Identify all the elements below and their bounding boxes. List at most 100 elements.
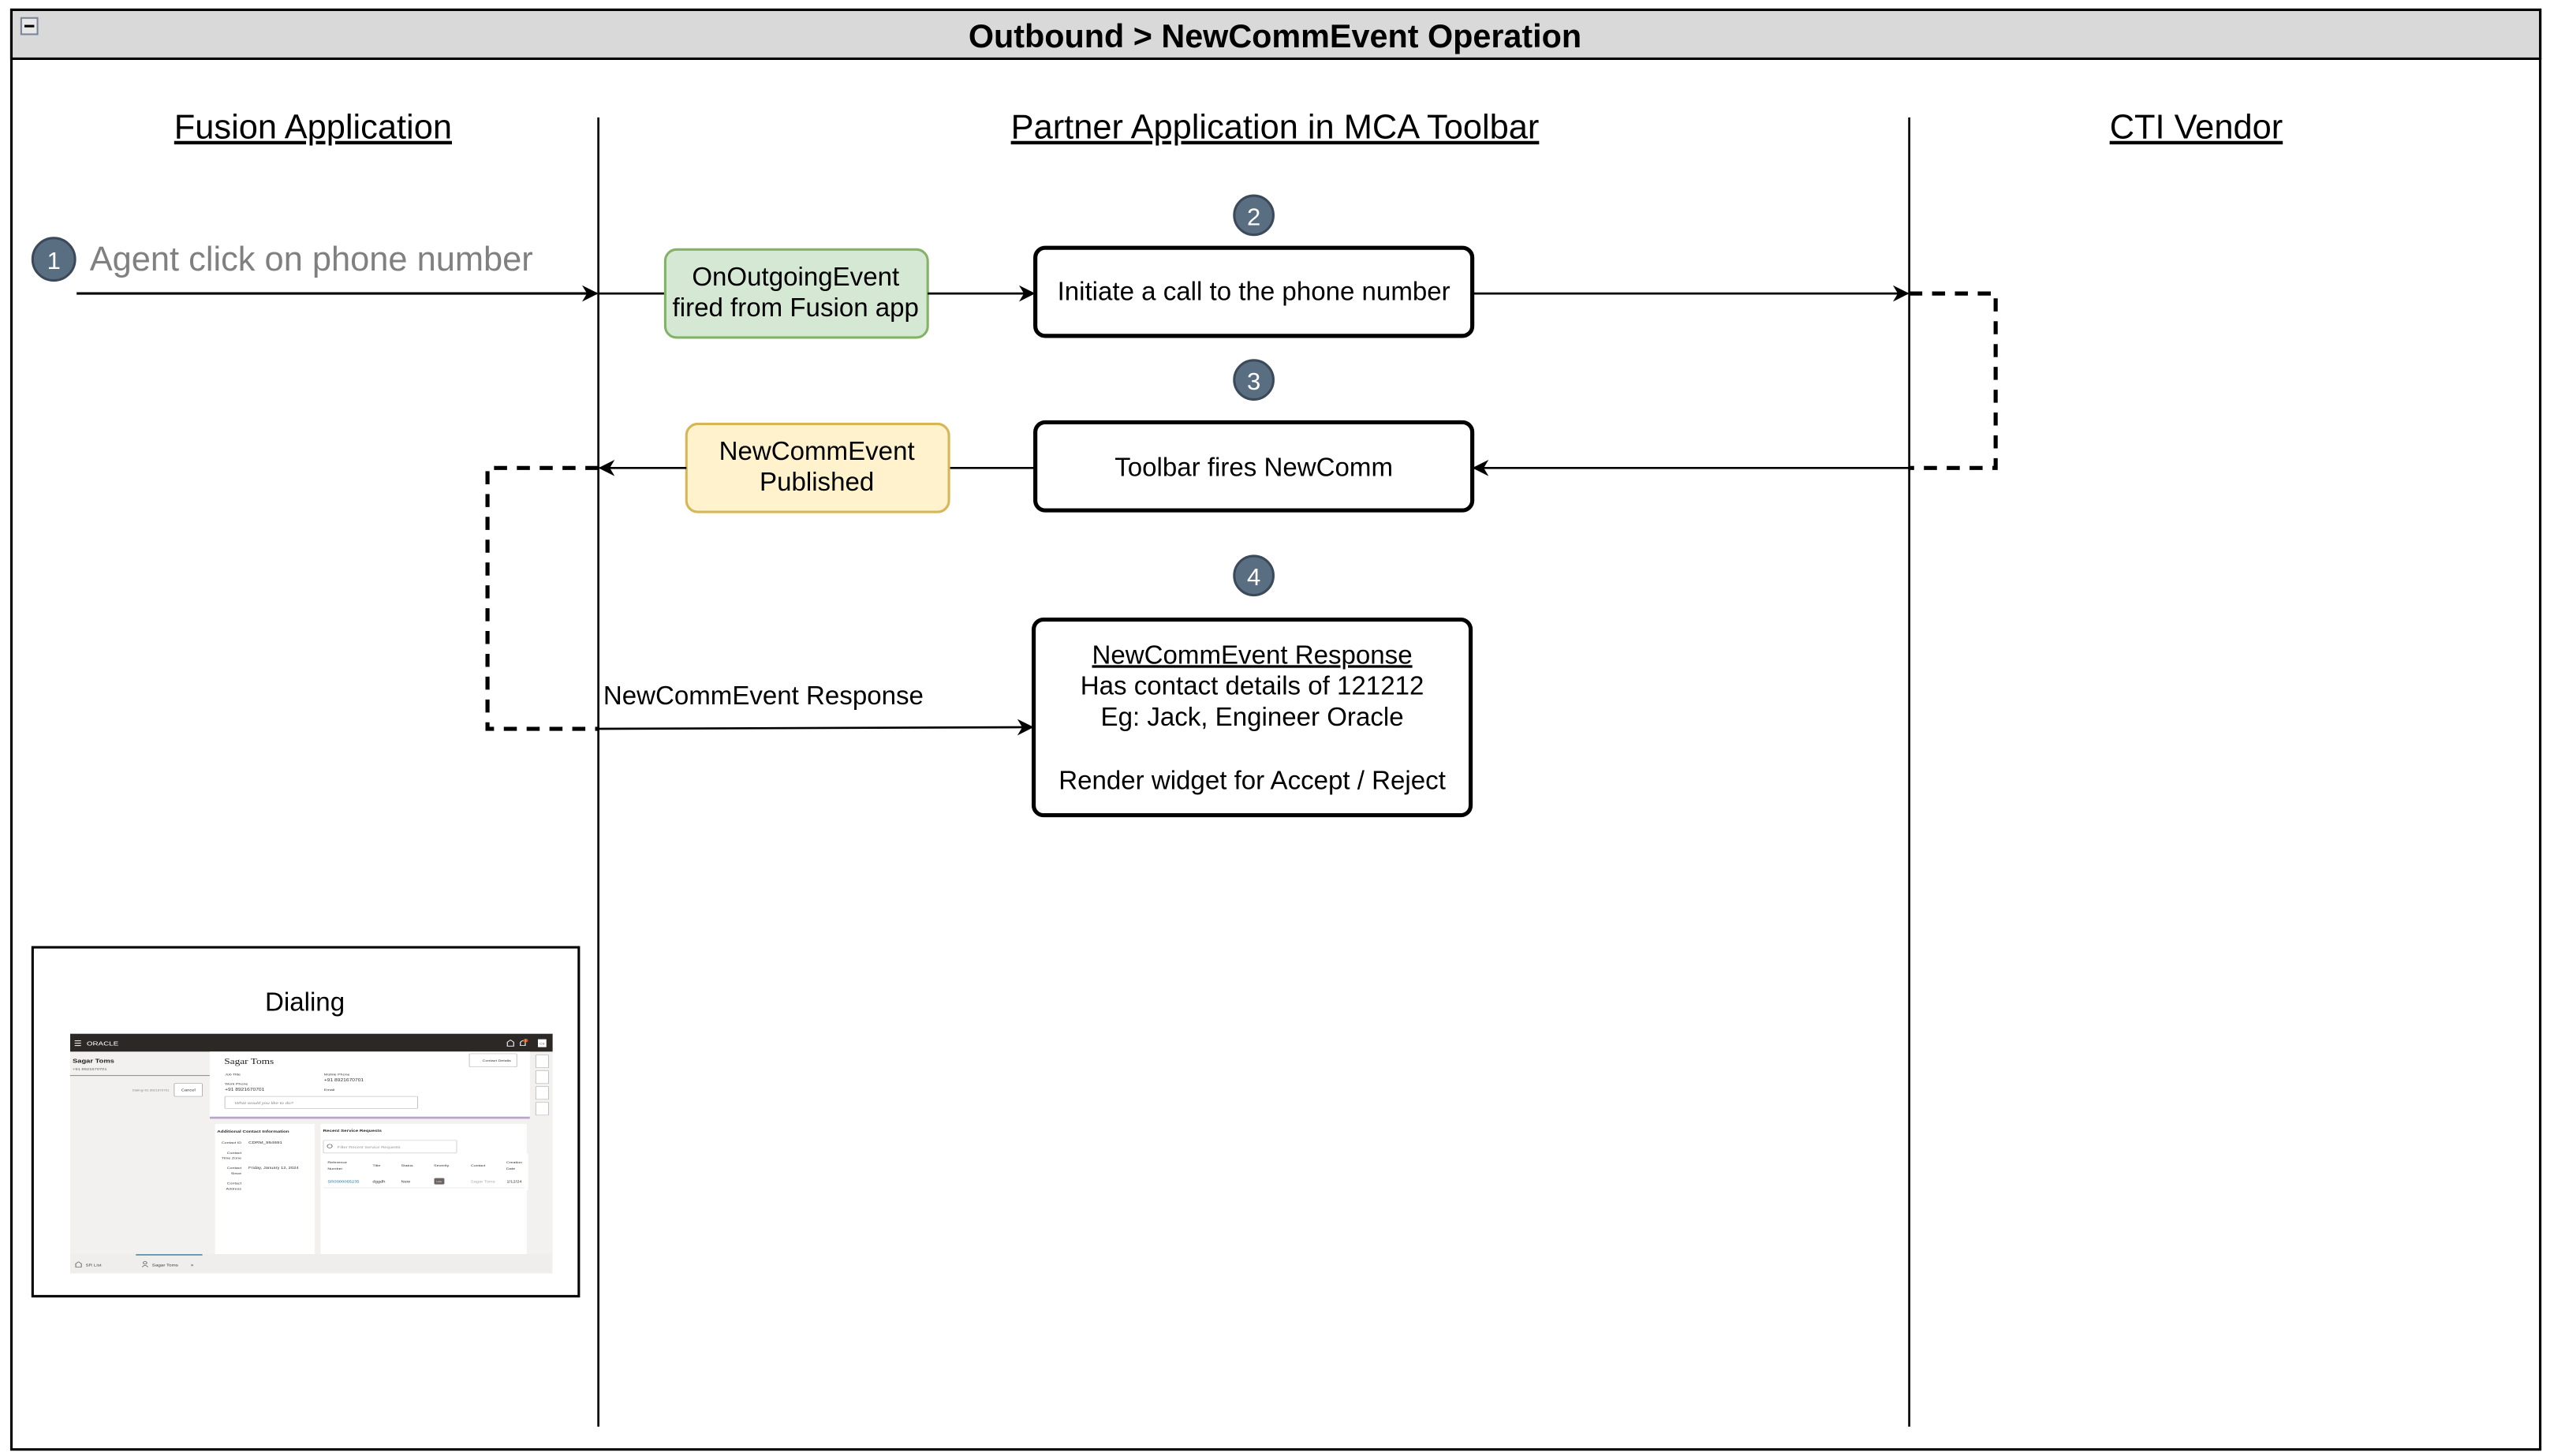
- column-header[interactable]: Number: [327, 1167, 342, 1171]
- svg-text:fired from Fusion app: fired from Fusion app: [673, 293, 919, 323]
- cancel-button[interactable]: [174, 1083, 203, 1097]
- svg-text:Toolbar fires NewComm: Toolbar fires NewComm: [1114, 454, 1393, 483]
- initiate-call-box: Initiate a call to the phone number: [1033, 245, 1475, 338]
- action-prompt-input[interactable]: [224, 1096, 418, 1109]
- response-box: NewCommEvent Response Has contact detail…: [1031, 617, 1473, 818]
- step-1-label: Agent click on phone number: [90, 241, 533, 278]
- work-phone: +91 8921670701: [225, 1088, 264, 1092]
- cancel-label: Cancel: [181, 1088, 196, 1092]
- decorative-stripe: [209, 1116, 530, 1119]
- notification-count: 1: [525, 1039, 526, 1042]
- side-rail: [535, 1055, 549, 1116]
- caller-phone: +91 8921670701: [73, 1068, 107, 1072]
- collapse-button[interactable]: [20, 17, 39, 35]
- step-1-badge: 1: [31, 237, 77, 282]
- contact-name: Sagar Toms: [224, 1057, 274, 1066]
- column-header[interactable]: Contact: [471, 1163, 486, 1167]
- toolbar-fires-box: Toolbar fires NewComm: [1033, 420, 1475, 513]
- tab-sagar-toms[interactable]: Sagar Toms ×: [141, 1261, 195, 1268]
- diagram-title: Outbound > NewCommEvent Operation: [969, 18, 1581, 54]
- mobile-phone: +91 8921670701: [324, 1079, 364, 1083]
- close-tab-icon[interactable]: ×: [191, 1264, 195, 1268]
- contact-id-label: Contact ID: [222, 1141, 242, 1144]
- outgoing-event-box: OnOutgoingEvent fired from Fusion app: [663, 248, 929, 339]
- job-title-label: Job Title: [225, 1073, 241, 1077]
- sr-severity: Low: [436, 1180, 442, 1182]
- notification-badge: [523, 1038, 528, 1043]
- svg-text:4: 4: [1247, 563, 1260, 591]
- search-icon: [327, 1144, 333, 1148]
- svg-text:2: 2: [1247, 203, 1260, 230]
- contact-since: Friday, January 12, 2024: [248, 1167, 299, 1170]
- service-requests-title: Recent Service Requests: [323, 1129, 382, 1133]
- response-arrow-label: NewCommEvent Response: [603, 681, 924, 711]
- lane-cti-vendor: CTI Vendor: [2110, 109, 2283, 147]
- svg-text:NewCommEvent: NewCommEvent: [719, 437, 915, 466]
- column-header[interactable]: Reference: [327, 1160, 347, 1164]
- avatar[interactable]: [538, 1039, 547, 1047]
- svg-text:Eg: Jack, Engineer Oracle: Eg: Jack, Engineer Oracle: [1101, 703, 1404, 732]
- lane-fusion-application: Fusion Application: [174, 109, 452, 147]
- hamburger-icon[interactable]: [74, 1040, 81, 1047]
- column-header[interactable]: Status: [401, 1163, 414, 1167]
- dialing-panel: Dialing ORACLE 1 CS Sagar Toms +91 89216…: [31, 946, 581, 1297]
- tab-label: Sagar Toms: [152, 1264, 178, 1267]
- sr-status: New: [401, 1180, 411, 1184]
- sr-created: 1/12/24: [506, 1180, 521, 1184]
- contact-details-label: Contact Details: [483, 1059, 512, 1063]
- rail-button-phone-icon[interactable]: [535, 1102, 549, 1116]
- address-label: Contact: [227, 1182, 242, 1185]
- title-bar: [9, 8, 2542, 60]
- published-box: NewCommEvent Published: [685, 422, 950, 513]
- step-4-badge: 4: [1233, 554, 1275, 597]
- svg-text:Has contact details of 121212: Has contact details of 121212: [1081, 672, 1424, 701]
- address-label: Address: [226, 1187, 241, 1191]
- fusion-dashed-loop: [485, 465, 599, 731]
- lane-partner-application: Partner Application in MCA Toolbar: [1011, 109, 1540, 147]
- column-header[interactable]: Title: [372, 1163, 380, 1167]
- app-header: [69, 1033, 553, 1052]
- rail-button-calendar-icon[interactable]: [535, 1055, 549, 1068]
- svg-text:Render widget for Accept / Rej: Render widget for Accept / Reject: [1058, 767, 1446, 796]
- additional-info-title: Additional Contact Information: [217, 1130, 289, 1134]
- tab-label: SR List: [86, 1264, 103, 1267]
- step-2-badge: 2: [1233, 194, 1275, 237]
- filter-placeholder: Filter Recent Service Requests: [338, 1145, 401, 1149]
- sr-contact: Sagar Toms: [471, 1180, 495, 1184]
- svg-text:NewCommEvent Response: NewCommEvent Response: [1092, 640, 1413, 670]
- table-row[interactable]: SR0000065235 dggdh New Low Sagar Toms 1/…: [327, 1178, 522, 1185]
- rail-button-book-icon[interactable]: [535, 1070, 549, 1085]
- since-label: Contact: [227, 1167, 242, 1170]
- sr-title: dggdh: [372, 1180, 385, 1184]
- sr-reference-link[interactable]: SR0000065235: [327, 1180, 359, 1184]
- dialing-screenshot: ORACLE 1 CS Sagar Toms +91 8921670701 Di…: [69, 1033, 553, 1274]
- since-label: Since: [231, 1172, 242, 1176]
- active-tab-indicator: [136, 1254, 203, 1256]
- caller-name: Sagar Toms: [73, 1058, 114, 1064]
- bell-icon[interactable]: [520, 1040, 526, 1047]
- time-zone-label: Contact: [227, 1151, 242, 1155]
- additional-info-card: [215, 1124, 315, 1255]
- time-zone-label: Time Zone: [222, 1156, 242, 1160]
- filter-requests-input[interactable]: [323, 1140, 457, 1154]
- home-icon[interactable]: [506, 1040, 514, 1047]
- rail-button-block-icon[interactable]: [535, 1086, 549, 1100]
- tab-sr-list[interactable]: SR List: [75, 1261, 103, 1267]
- column-header[interactable]: Date: [506, 1167, 516, 1171]
- svg-text:Initiate a call to the phone n: Initiate a call to the phone number: [1058, 277, 1450, 306]
- arrow-response: [598, 719, 1034, 736]
- oracle-logo: ORACLE: [87, 1040, 119, 1047]
- svg-text:OnOutgoingEvent: OnOutgoingEvent: [692, 263, 899, 292]
- svg-text:3: 3: [1247, 368, 1260, 395]
- bottom-tab-bar: [69, 1254, 551, 1274]
- action-prompt-placeholder: What would you like to do?: [235, 1102, 294, 1106]
- email-label: Email: [324, 1088, 334, 1092]
- column-header[interactable]: Severity: [434, 1163, 450, 1167]
- contact-id: CDRM_954691: [248, 1141, 282, 1144]
- contact-details-button[interactable]: [469, 1053, 517, 1067]
- mobile-phone-label: Mobile Phone: [324, 1073, 350, 1077]
- column-header[interactable]: Creation: [506, 1160, 523, 1164]
- cti-dashed-loop: [1909, 291, 1998, 470]
- work-phone-label: Work Phone: [225, 1082, 248, 1086]
